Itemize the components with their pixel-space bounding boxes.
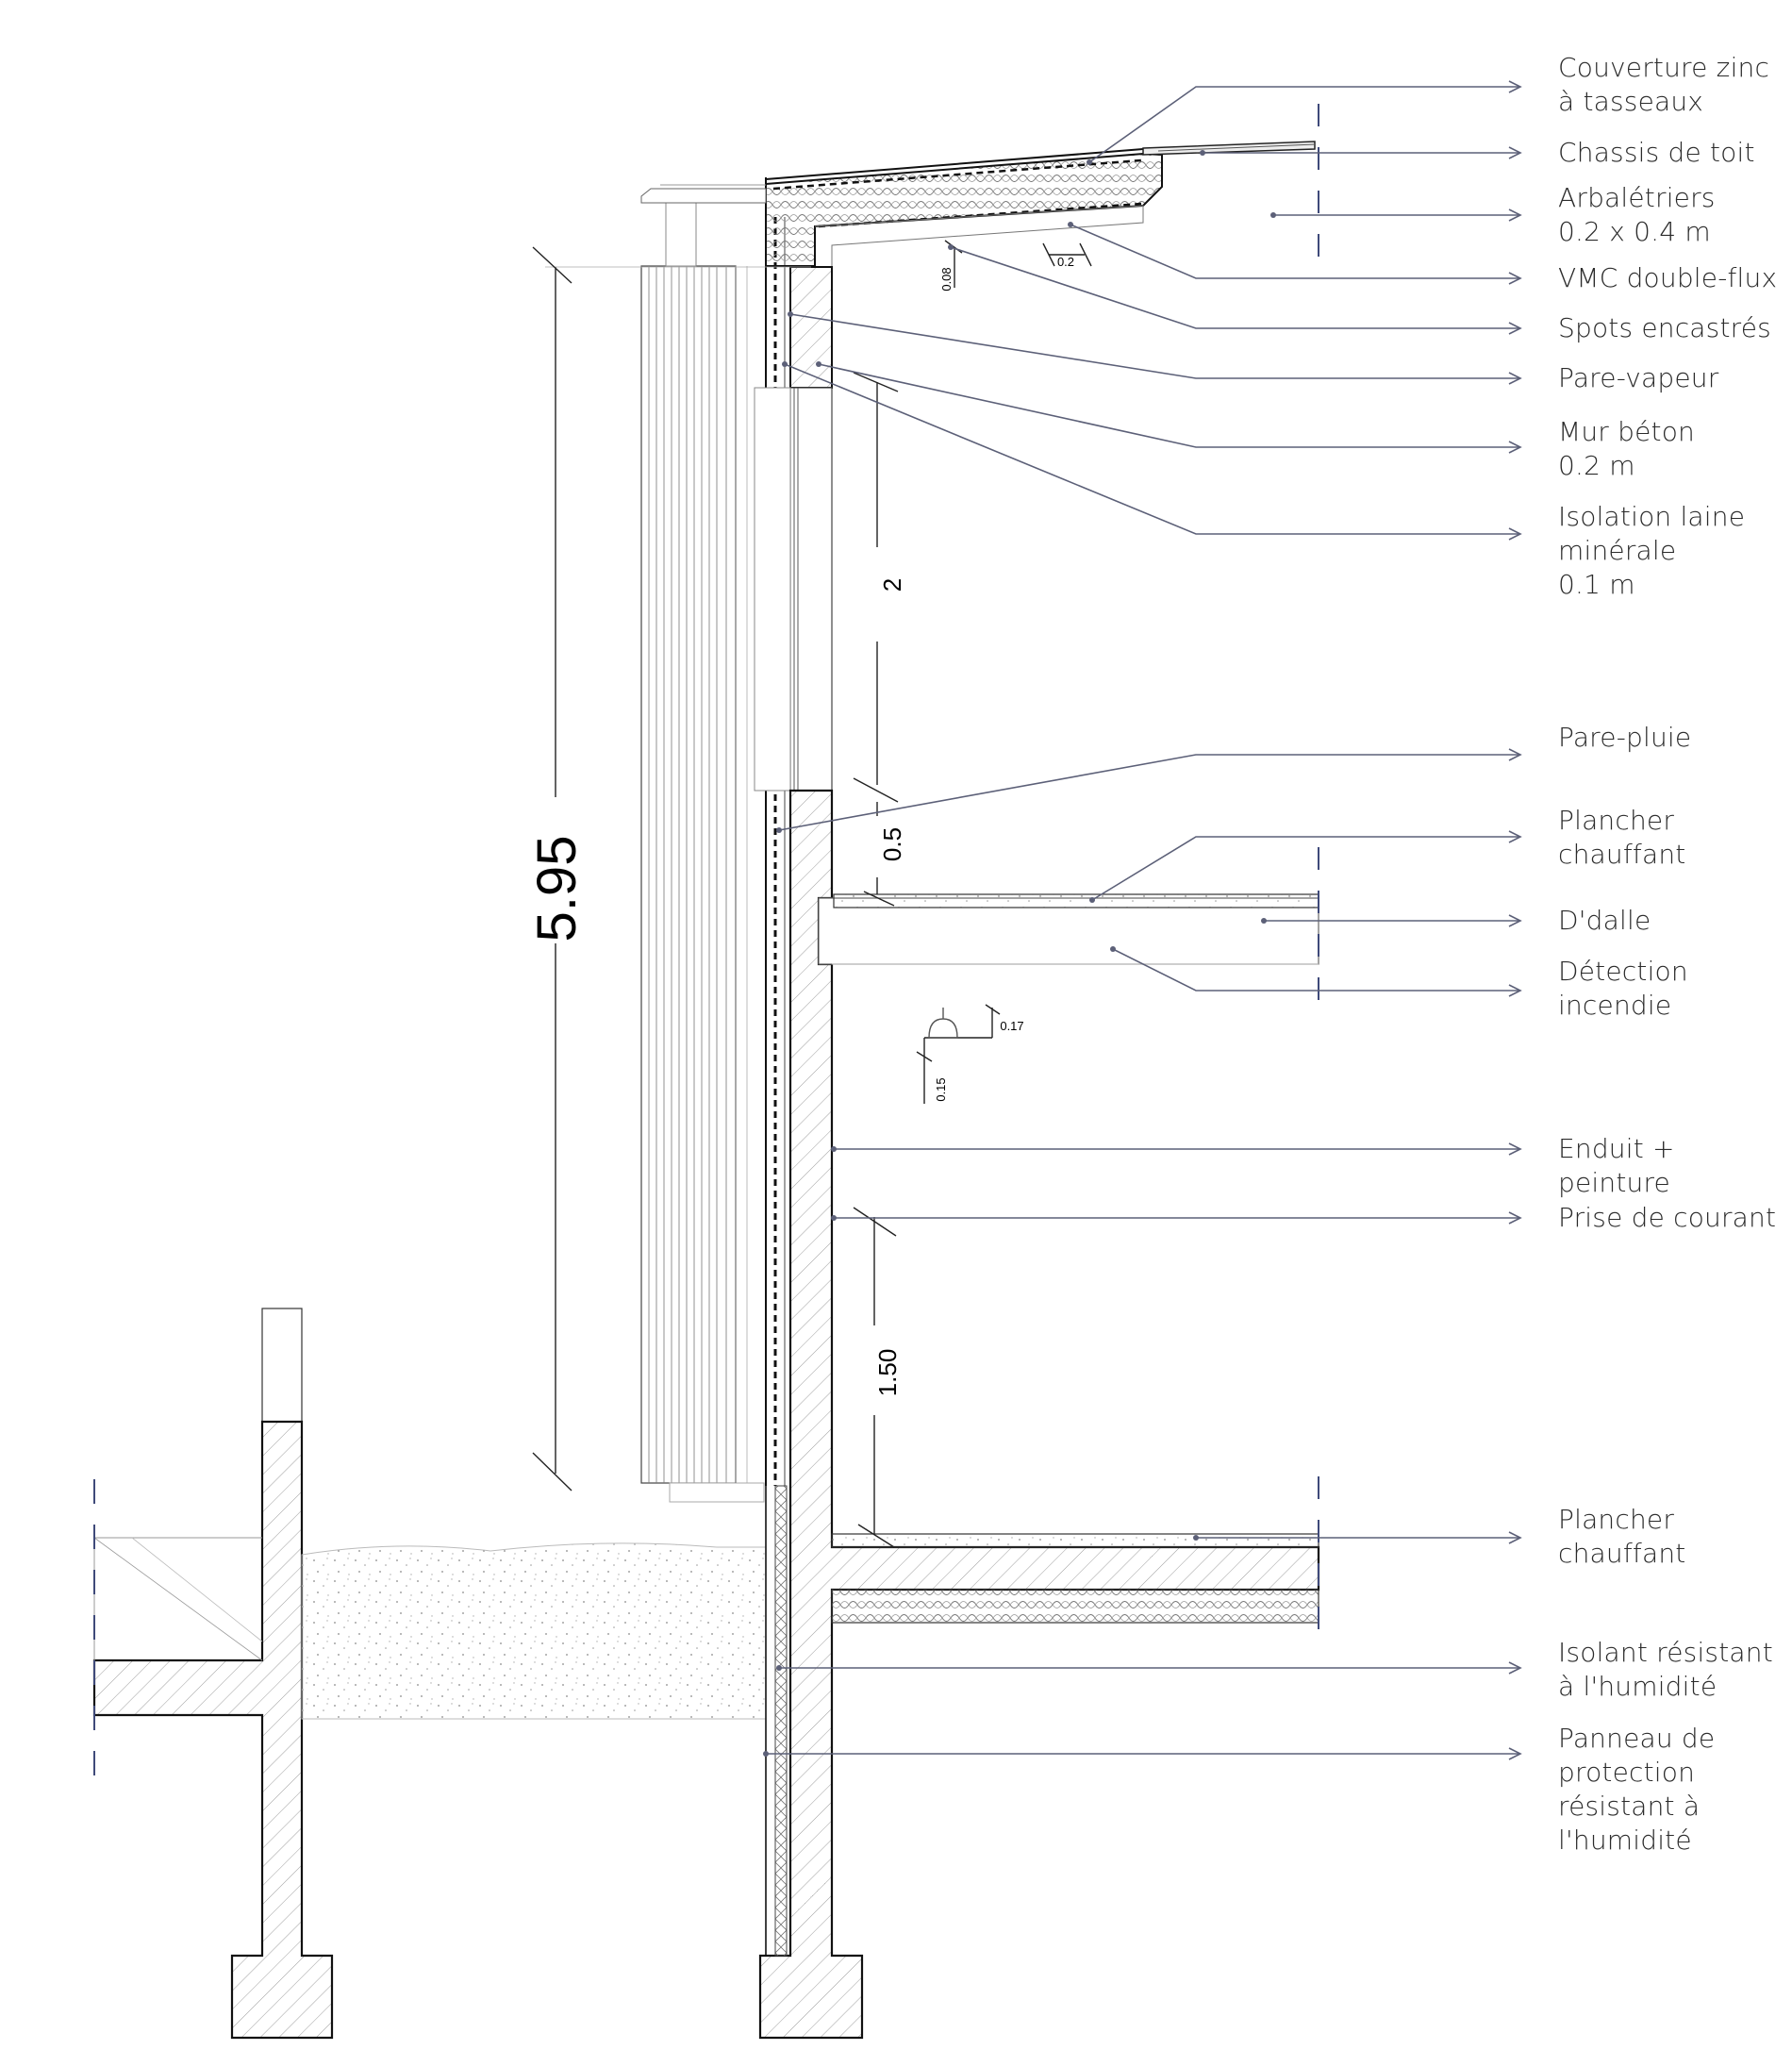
dim-detector-width: 0.17 [1000, 1019, 1023, 1033]
label-prise-de-courant: Prise de courant [1558, 1202, 1777, 1233]
dim-detector-height: 0.15 [934, 1077, 948, 1101]
label-mur-beton: Mur béton 0.2 m [1558, 416, 1695, 481]
leader-dots [763, 150, 1276, 1757]
roof [640, 141, 1316, 267]
label-detection-incendie: Détection incendie [1558, 956, 1688, 1021]
dimensions [532, 240, 1092, 1548]
label-panneau-protection: Panneau de protection résistant à l'humi… [1558, 1723, 1716, 1856]
dim-total-height: 5.95 [526, 836, 588, 942]
main-concrete-wall [754, 266, 1320, 2040]
label-plancher-chauffant-upper: Plancher chauffant [1558, 805, 1686, 870]
label-chassis-de-toit: Chassis de toit [1558, 137, 1755, 168]
label-pare-pluie: Pare-pluie [1558, 722, 1692, 753]
label-isolation-laine-minerale: Isolation laine minérale 0.1 m [1558, 501, 1746, 600]
label-isolant-resistant-humidite: Isolant résistant à l'humidité [1558, 1637, 1773, 1702]
label-plancher-chauffant-lower: Plancher chauffant [1558, 1504, 1686, 1569]
label-pare-vapeur: Pare-vapeur [1558, 362, 1719, 393]
dimension-labels: 5.95 2 0.5 1.50 0.08 0.2 0.17 0.15 [526, 255, 1074, 1396]
leader-lines [766, 86, 1518, 1755]
label-enduit-peinture: Enduit + peinture [1558, 1133, 1675, 1198]
dim-spot: 0.08 [939, 267, 954, 291]
facade-cladding [640, 202, 765, 1503]
neighbour-structure [92, 1308, 334, 2040]
ground-fill [301, 1542, 767, 1720]
leader-arrowheads [1508, 80, 1522, 1760]
dim-vmc-gap: 0.2 [1057, 255, 1074, 269]
label-couverture-zinc: Couverture zinc à tasseaux [1558, 52, 1770, 117]
label-vmc-double-flux: VMC double-flux [1558, 262, 1778, 293]
dim-lintel: 0.5 [878, 827, 906, 861]
label-arbaletriers: Arbalétriers 0.2 x 0.4 m [1558, 182, 1716, 247]
dim-window-height: 2 [878, 578, 906, 592]
label-spots-encastres: Spots encastrés [1558, 312, 1771, 343]
label-ddalle: D'dalle [1558, 905, 1651, 936]
dim-socket-height: 1.50 [873, 1349, 902, 1397]
